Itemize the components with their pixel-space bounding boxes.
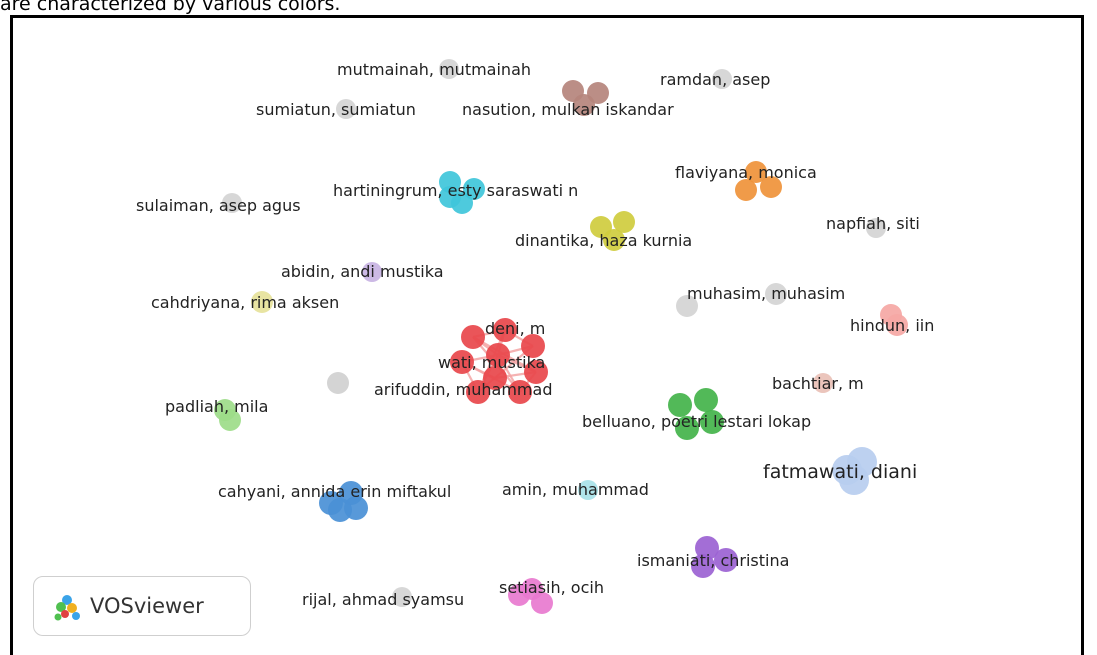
node-label-muhasim[interactable]: muhasim, muhasim — [687, 284, 845, 303]
node-label-deni[interactable]: deni, m — [485, 319, 545, 338]
node-arifuddin[interactable] — [466, 380, 490, 404]
node-label-belluano[interactable]: belluano, poetri lestari lokap — [582, 412, 811, 431]
node-belluano[interactable] — [694, 388, 718, 412]
node-label-flaviyana[interactable]: flaviyana, monica — [675, 163, 817, 182]
node-rijal[interactable] — [392, 587, 412, 607]
caption-text: are characterized by various colors. — [0, 0, 341, 15]
node-mutmainah[interactable] — [439, 59, 459, 79]
unlabeled-node[interactable] — [327, 372, 349, 394]
node-deni[interactable] — [493, 318, 517, 342]
node-flaviyana[interactable] — [745, 161, 767, 183]
node-label-sumiatun[interactable]: sumiatun, sumiatun — [256, 100, 416, 119]
vosviewer-logo-text: VOSviewer — [90, 594, 204, 618]
node-muhasim[interactable] — [676, 295, 698, 317]
node-setiasih[interactable] — [531, 592, 553, 614]
node-napfiah[interactable] — [866, 218, 886, 238]
node-ismaniati[interactable] — [691, 554, 715, 578]
node-label-setiasih[interactable]: setiasih, ocih — [499, 578, 604, 597]
node-cahyani[interactable] — [328, 498, 352, 522]
node-abidin[interactable] — [362, 262, 382, 282]
node-sumiatun[interactable] — [336, 99, 356, 119]
node-label-padliah[interactable]: padliah, mila — [165, 397, 268, 416]
node-flaviyana[interactable] — [735, 179, 757, 201]
node-dinantika[interactable] — [613, 211, 635, 233]
node-dinantika[interactable] — [603, 229, 625, 251]
network-map-frame — [10, 15, 1084, 655]
node-belluano[interactable] — [700, 410, 724, 434]
node-hartiningrum[interactable] — [451, 192, 473, 214]
network-nodes — [214, 59, 908, 614]
node-label-wati[interactable]: wati, mustika — [438, 353, 545, 372]
node-deni[interactable] — [461, 325, 485, 349]
vosviewer-logo-icon — [54, 595, 80, 621]
node-label-cahdriyana[interactable]: cahdriyana, rima aksen — [151, 293, 339, 312]
node-padliah[interactable] — [219, 409, 241, 431]
node-ramdan[interactable] — [712, 69, 732, 89]
vosviewer-logo: VOSviewer — [33, 576, 251, 636]
node-setiasih[interactable] — [508, 584, 530, 606]
node-arifuddin[interactable] — [508, 380, 532, 404]
node-label-ismaniati[interactable]: ismaniati, christina — [637, 551, 789, 570]
node-cahdriyana[interactable] — [251, 291, 273, 313]
node-label-cahyani[interactable]: cahyani, annida erin miftakul — [218, 482, 451, 501]
node-deni[interactable] — [521, 334, 545, 358]
node-muhasim[interactable] — [765, 283, 787, 305]
node-label-sulaiman[interactable]: sulaiman, asep agus — [136, 196, 301, 215]
node-label-ramdan[interactable]: ramdan, asep — [660, 70, 770, 89]
node-nasution[interactable] — [573, 94, 595, 116]
node-label-hindun[interactable]: hindun, iin — [850, 316, 934, 335]
node-deni[interactable] — [450, 350, 474, 374]
node-sulaiman[interactable] — [222, 193, 242, 213]
node-arifuddin[interactable] — [483, 366, 507, 390]
node-label-arifuddin[interactable]: arifuddin, muhammad — [374, 380, 552, 399]
node-ismaniati[interactable] — [695, 536, 719, 560]
node-belluano[interactable] — [675, 416, 699, 440]
node-label-fatmawati[interactable]: fatmawati, diani — [763, 461, 917, 483]
network-labels: mutmainah, mutmainah ramdan, asep sumiatun… — [136, 60, 934, 609]
node-ismaniati[interactable] — [714, 548, 738, 572]
node-label-nasution[interactable]: nasution, mulkan iskandar — [462, 100, 674, 119]
node-wati[interactable] — [524, 360, 548, 384]
node-wati[interactable] — [486, 343, 510, 367]
node-fatmawati[interactable] — [839, 465, 869, 495]
node-bachtiar[interactable] — [813, 373, 833, 393]
node-label-amin[interactable]: amin, muhammad — [502, 480, 649, 499]
node-label-bachtiar[interactable]: bachtiar, m — [772, 374, 864, 393]
node-label-abidin[interactable]: abidin, andi mustika — [281, 262, 444, 281]
node-label-napfiah[interactable]: napfiah, siti — [826, 214, 920, 233]
node-hindun[interactable] — [886, 314, 908, 336]
node-label-hartiningrum[interactable]: hartiningrum, esty saraswati n — [333, 181, 578, 200]
node-label-mutmainah[interactable]: mutmainah, mutmainah — [337, 60, 531, 79]
node-label-dinantika[interactable]: dinantika, haza kurnia — [515, 231, 692, 250]
node-amin[interactable] — [578, 480, 598, 500]
node-flaviyana[interactable] — [760, 176, 782, 198]
node-label-rijal[interactable]: rijal, ahmad syamsu — [302, 590, 464, 609]
node-belluano[interactable] — [668, 393, 692, 417]
